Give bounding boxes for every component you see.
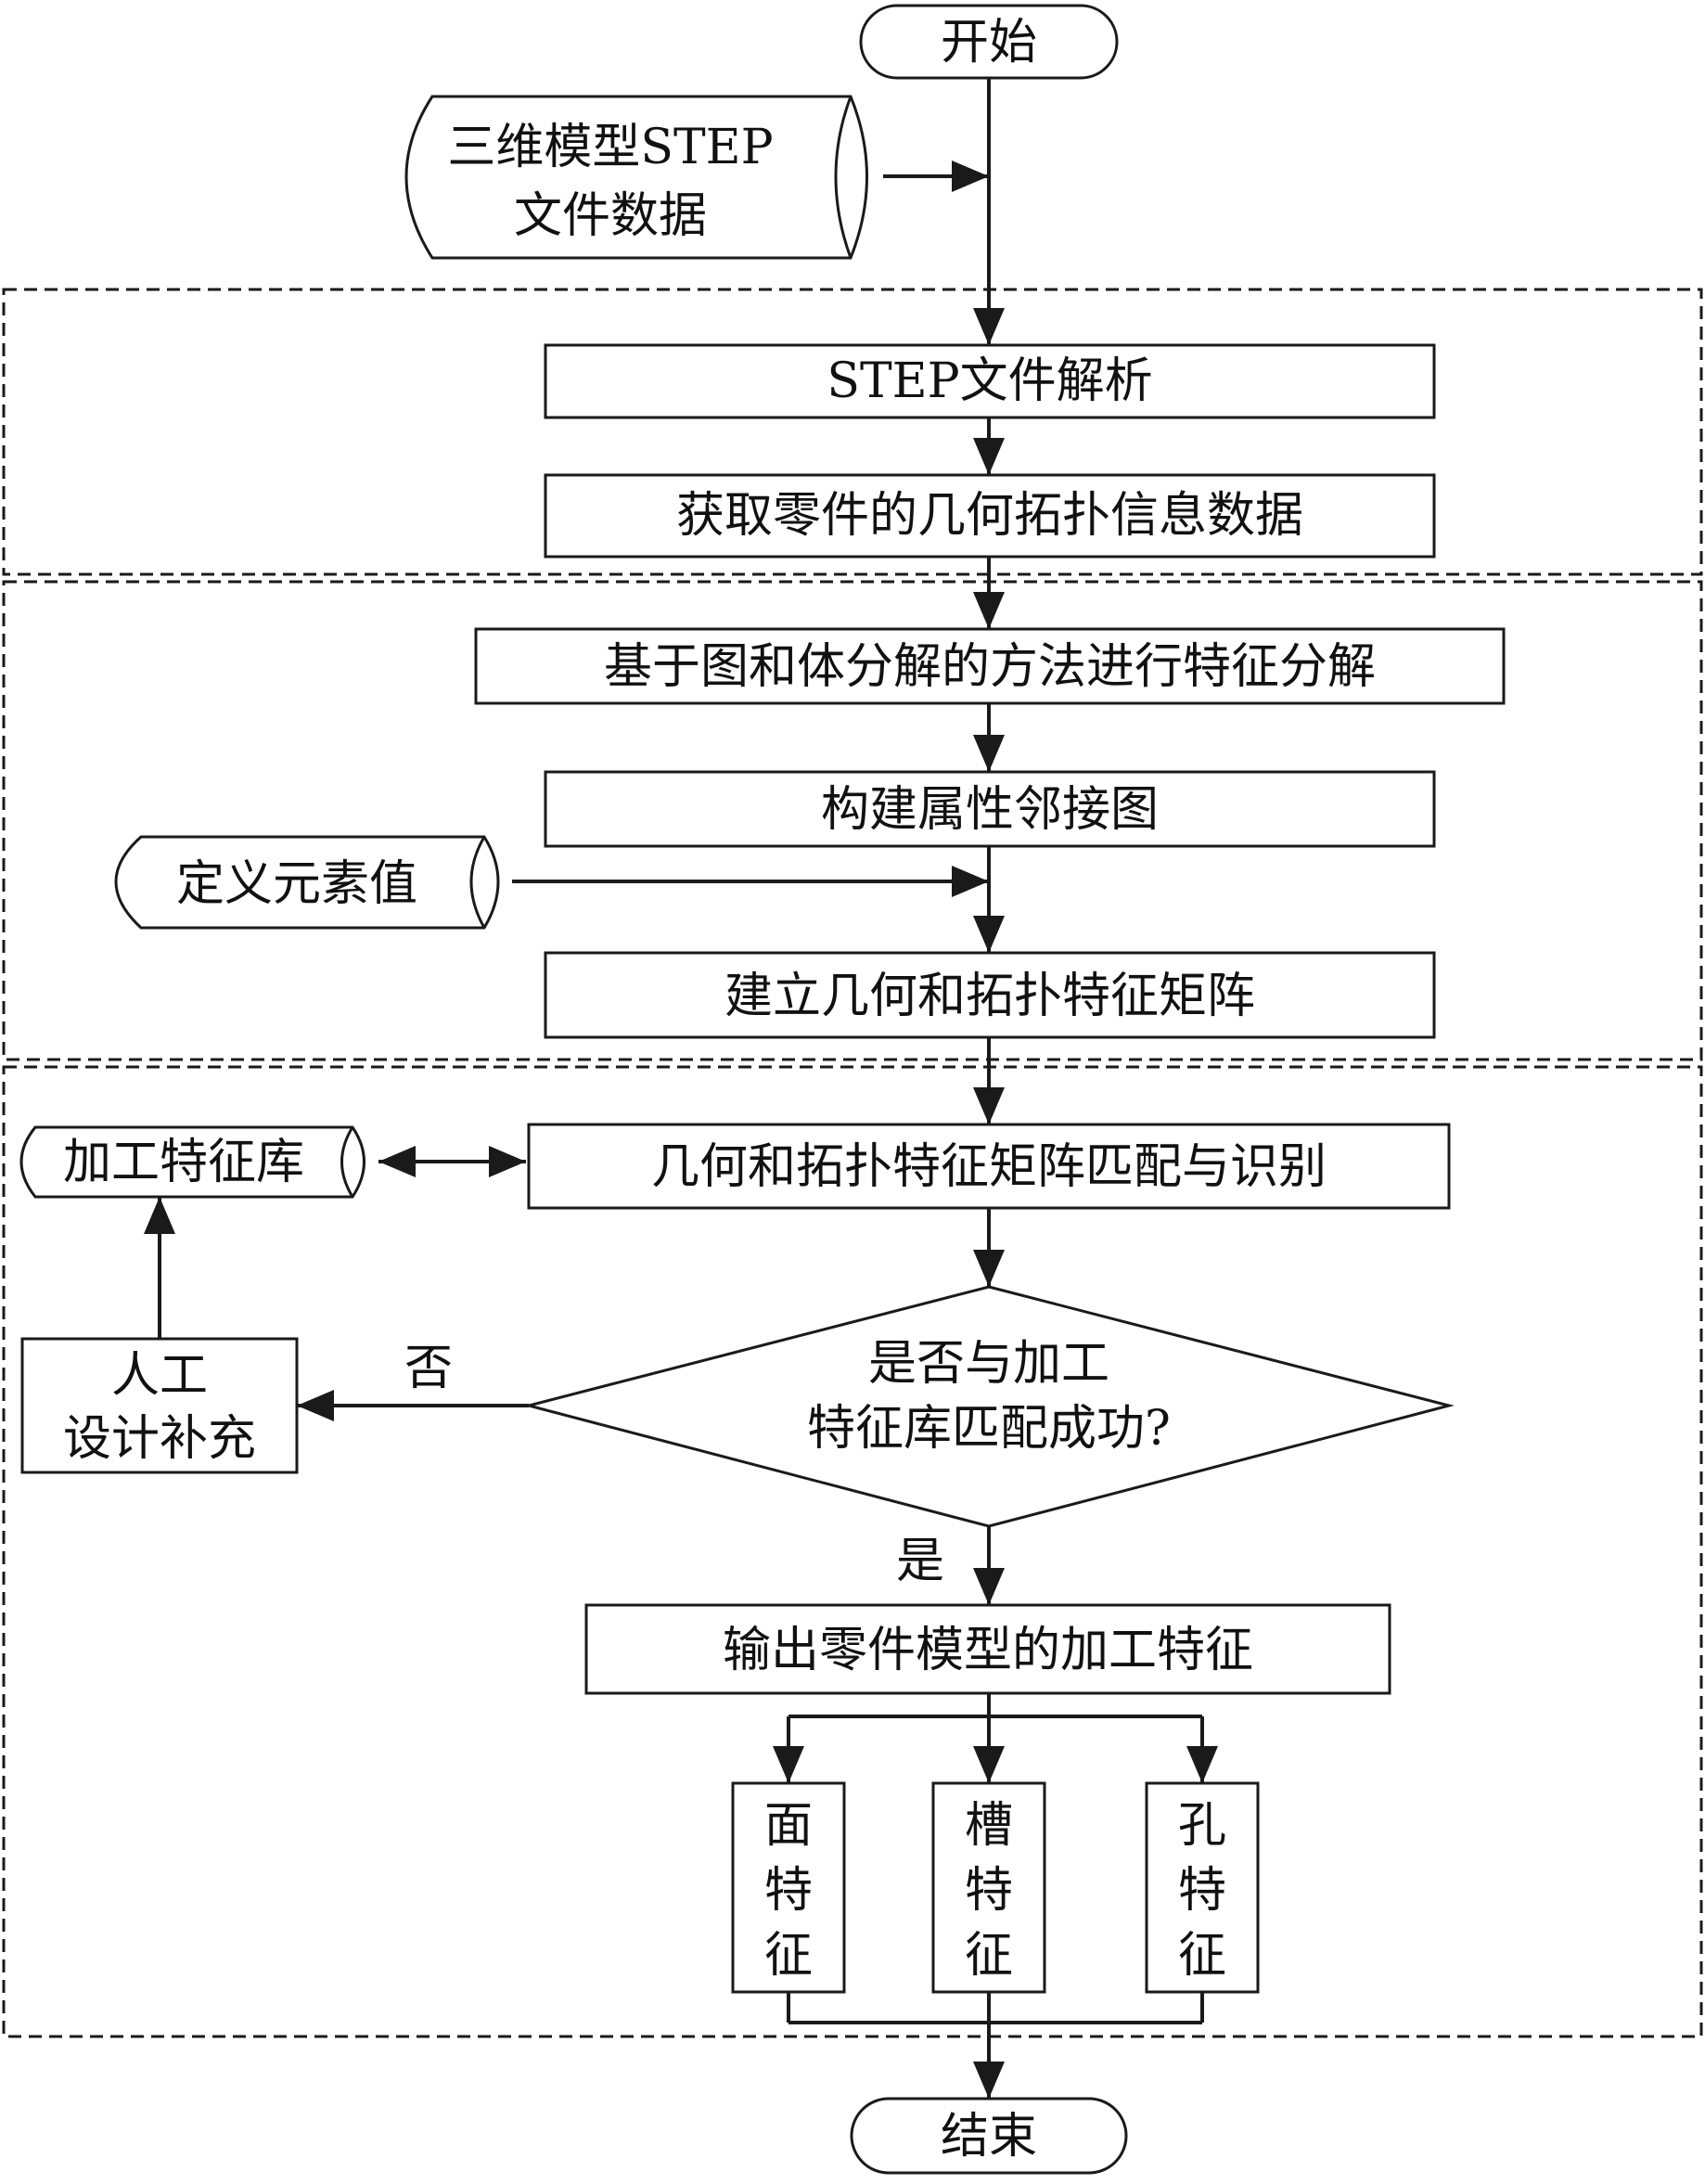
yes-branch-label: 是: [896, 1534, 944, 1589]
decision-diamond: 是否与加工 特征库匹配成功?: [523, 1285, 1455, 1528]
end-terminal: 结束: [850, 2097, 1128, 2175]
dashed-group-parsing: [2, 288, 1703, 576]
hole-feature-char-3: 征: [1178, 1928, 1226, 1984]
dashed-group-matrix-building: [2, 580, 1703, 1061]
slot-feature-char-3: 征: [965, 1928, 1013, 1984]
build-matrix-box: 建立几何和拓扑特征矩阵: [544, 951, 1436, 1039]
match-identify-box: 几何和拓扑特征矩阵匹配与识别: [527, 1123, 1451, 1210]
element-values-data-store: 定义元素值: [114, 835, 500, 930]
parse-step-label: STEP文件解析: [827, 353, 1152, 409]
build-aag-box: 构建属性邻接图: [544, 770, 1436, 848]
start-label: 开始: [941, 15, 1037, 71]
dashed-group-recognition: [2, 1065, 1703, 2038]
face-feature-char-1: 面: [764, 1798, 813, 1854]
slot-feature-char-2: 特: [965, 1863, 1013, 1919]
connector-lines: [144, 78, 1218, 2099]
cylinder-icon: [114, 835, 500, 930]
feature-library-label: 加工特征库: [63, 1135, 304, 1190]
face-feature-char-2: 特: [764, 1863, 813, 1919]
face-feature-box: 面 特 征: [731, 1781, 846, 1994]
manual-label-line1: 人工: [111, 1348, 208, 1404]
decompose-box: 基于图和体分解的方法进行特征分解: [474, 627, 1506, 705]
build-matrix-label: 建立几何和拓扑特征矩阵: [724, 969, 1255, 1024]
hole-feature-box: 孔 特 征: [1145, 1781, 1260, 1994]
hole-feature-char-1: 孔: [1178, 1798, 1226, 1854]
slot-feature-char-1: 槽: [965, 1798, 1013, 1854]
feature-library-data-store: 加工特征库: [19, 1125, 365, 1199]
face-feature-char-3: 征: [764, 1928, 813, 1984]
step-input-label-line1: 三维模型STEP: [447, 120, 773, 175]
get-topology-box: 获取零件的几何拓扑信息数据: [544, 473, 1436, 559]
decision-label-line2: 特征库匹配成功?: [807, 1401, 1171, 1457]
output-features-label: 输出零件模型的加工特征: [723, 1623, 1253, 1678]
output-features-box: 输出零件模型的加工特征: [584, 1603, 1391, 1695]
no-branch-label: 否: [404, 1341, 453, 1396]
step-input-label-line2: 文件数据: [514, 188, 707, 244]
slot-feature-box: 槽 特 征: [931, 1781, 1046, 1994]
step-file-data-store: 三维模型STEP 文件数据: [404, 95, 868, 260]
match-identify-label: 几何和拓扑特征矩阵匹配与识别: [651, 1139, 1327, 1195]
end-label: 结束: [941, 2109, 1037, 2165]
get-topology-label: 获取零件的几何拓扑信息数据: [676, 488, 1303, 544]
build-aag-label: 构建属性邻接图: [821, 782, 1159, 838]
parse-step-box: STEP文件解析: [544, 343, 1436, 419]
start-terminal: 开始: [859, 4, 1119, 80]
define-element-values-label: 定义元素值: [176, 856, 417, 912]
decision-label-line1: 是否与加工: [868, 1336, 1109, 1392]
manual-supplement-box: 人工 设计补充: [20, 1337, 299, 1474]
hole-feature-char-2: 特: [1178, 1863, 1226, 1919]
decompose-label: 基于图和体分解的方法进行特征分解: [604, 639, 1376, 695]
manual-label-line2: 设计补充: [63, 1411, 256, 1467]
